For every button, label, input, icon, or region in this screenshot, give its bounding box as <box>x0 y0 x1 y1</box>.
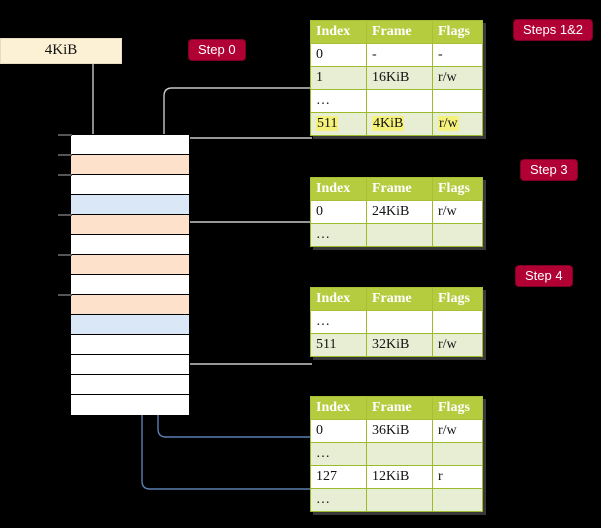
page-size-box: 4KiB <box>0 38 122 64</box>
highlighted-value: 4KiB <box>372 116 405 131</box>
memory-frame-row <box>71 235 189 255</box>
memory-frame-row <box>71 215 189 235</box>
table-cell <box>432 310 483 334</box>
column-header: Flags <box>432 287 483 311</box>
table-cell: 24KiB <box>366 200 433 224</box>
memory-frame-row <box>71 355 189 375</box>
memory-frame-row <box>71 175 189 195</box>
step-label-step-3: Step 3 <box>521 160 577 180</box>
memory-frame-row <box>71 295 189 315</box>
table-row: … <box>310 310 483 334</box>
memory-frame-tick <box>58 174 72 176</box>
table-cell: - <box>366 43 433 67</box>
memory-frame-row <box>71 135 189 155</box>
table-cell: 511 <box>310 333 367 357</box>
column-header: Flags <box>432 20 483 44</box>
memory-frame-row <box>71 375 189 395</box>
table-cell <box>366 442 433 466</box>
table-cell: 16KiB <box>366 66 433 90</box>
memory-frame-row <box>71 195 189 215</box>
column-header: Flags <box>432 396 483 420</box>
table-cell: r/w <box>432 419 483 443</box>
table-cell: 36KiB <box>366 419 433 443</box>
column-header: Index <box>310 20 367 44</box>
table-row: … <box>310 223 483 247</box>
memory-frame-tick <box>58 154 72 156</box>
table-cell: r/w <box>432 333 483 357</box>
table-row: … <box>310 488 483 512</box>
step-label-steps-1-2: Steps 1&2 <box>514 20 592 40</box>
physical-memory-column <box>70 134 190 415</box>
memory-frame-tick <box>58 254 72 256</box>
highlighted-value: 511 <box>316 116 339 131</box>
column-header: Flags <box>432 177 483 201</box>
memory-frame-row <box>71 255 189 275</box>
table-cell: 0 <box>310 419 367 443</box>
memory-frame-row <box>71 315 189 335</box>
table-cell: 1 <box>310 66 367 90</box>
table-cell <box>366 223 433 247</box>
table-cell: 0 <box>310 43 367 67</box>
memory-frame-row <box>71 155 189 175</box>
column-header: Index <box>310 396 367 420</box>
table-row: 511 4KiB r/w <box>310 112 483 136</box>
table-cell <box>432 442 483 466</box>
table-cell: 511 <box>310 112 367 136</box>
step-label-step-0: Step 0 <box>189 40 245 60</box>
step-label-step-4: Step 4 <box>516 266 572 286</box>
column-header: Frame <box>366 177 433 201</box>
memory-frame-tick <box>58 294 72 296</box>
table-cell <box>366 310 433 334</box>
table-cell: 12KiB <box>366 465 433 489</box>
table-cell: 0 <box>310 200 367 224</box>
table-row: … <box>310 89 483 113</box>
table-cell: r/w <box>432 112 483 136</box>
table-cell <box>366 89 433 113</box>
column-header: Index <box>310 177 367 201</box>
memory-frame-row <box>71 335 189 355</box>
table-cell: r/w <box>432 66 483 90</box>
table-cell <box>432 223 483 247</box>
column-header: Frame <box>366 20 433 44</box>
table-cell: - <box>432 43 483 67</box>
table-cell: … <box>310 310 367 334</box>
column-header: Frame <box>366 396 433 420</box>
highlighted-value: r/w <box>438 116 459 131</box>
memory-frame-tick <box>58 134 72 136</box>
table-cell <box>432 89 483 113</box>
table-cell: 127 <box>310 465 367 489</box>
table-cell: … <box>310 442 367 466</box>
table-row: 0-- <box>310 43 483 67</box>
table-cell: 4KiB <box>366 112 433 136</box>
table-row: … <box>310 442 483 466</box>
table-cell <box>432 488 483 512</box>
table-cell: r <box>432 465 483 489</box>
table-cell: r/w <box>432 200 483 224</box>
table-cell: … <box>310 223 367 247</box>
memory-frame-row <box>71 395 189 415</box>
table-cell: … <box>310 488 367 512</box>
table-cell: 32KiB <box>366 333 433 357</box>
memory-frame-row <box>71 275 189 295</box>
page-size-label: 4KiB <box>44 42 78 58</box>
table-cell: … <box>310 89 367 113</box>
column-header: Index <box>310 287 367 311</box>
column-header: Frame <box>366 287 433 311</box>
table-cell <box>366 488 433 512</box>
memory-frame-tick <box>58 214 72 216</box>
